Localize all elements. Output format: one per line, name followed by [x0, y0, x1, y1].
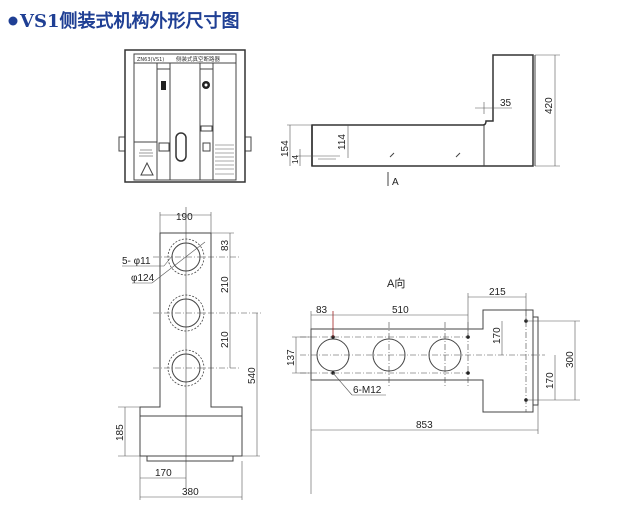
counter-window: [158, 142, 170, 152]
dim-114: 114: [337, 134, 348, 150]
dim-380: 380: [182, 487, 199, 498]
hole-note: 5- φ11: [122, 256, 151, 267]
manual-slot: [175, 132, 187, 162]
dim-420: 420: [544, 97, 555, 114]
right-handle: [244, 136, 252, 152]
dim-a-510: 510: [392, 305, 409, 316]
a-view-label: A向: [387, 276, 405, 290]
dim-190: 190: [176, 212, 193, 223]
warning-icon: [140, 161, 154, 176]
dim-154: 154: [280, 140, 291, 157]
dim-210-lower: 210: [220, 331, 231, 348]
dim-185: 185: [115, 424, 126, 441]
dim-a-170-upper: 170: [492, 327, 503, 344]
dim-a-83: 83: [316, 305, 328, 316]
page-title: VS1侧装式机构外形尺寸图: [19, 10, 240, 32]
plan-view: 190 83 210 210 540 185 170 380 5- φ11 φ1…: [115, 207, 262, 500]
open-indicator-icon: [161, 81, 166, 90]
dim-83: 83: [220, 239, 231, 251]
dim-a-215: 215: [489, 287, 506, 298]
dim-a-170-lower: 170: [545, 372, 556, 389]
dim-a-853: 853: [416, 420, 433, 431]
dim-540: 540: [247, 367, 258, 384]
dim-a-137: 137: [286, 349, 297, 366]
bolt-note: 6-M12: [353, 385, 382, 396]
front-model-label: ZN63(VS1): [137, 57, 164, 63]
view-marker-a: A: [392, 177, 399, 188]
dim-35: 35: [500, 98, 512, 109]
dim-a-300: 300: [565, 351, 576, 368]
side-view: 420 35 154 114 14 A: [280, 54, 560, 188]
title-bullet-icon: [8, 16, 18, 26]
a-view: A向: [286, 276, 580, 494]
circle-note: φ124: [131, 273, 155, 284]
dim-210-upper: 210: [220, 276, 231, 293]
front-view: ZN63(VS1) 侧装式真空断路器: [118, 49, 252, 183]
front-name-label: 侧装式真空断路器: [176, 55, 221, 63]
left-handle: [118, 136, 126, 152]
dim-170: 170: [155, 468, 172, 479]
dim-14: 14: [291, 155, 300, 164]
